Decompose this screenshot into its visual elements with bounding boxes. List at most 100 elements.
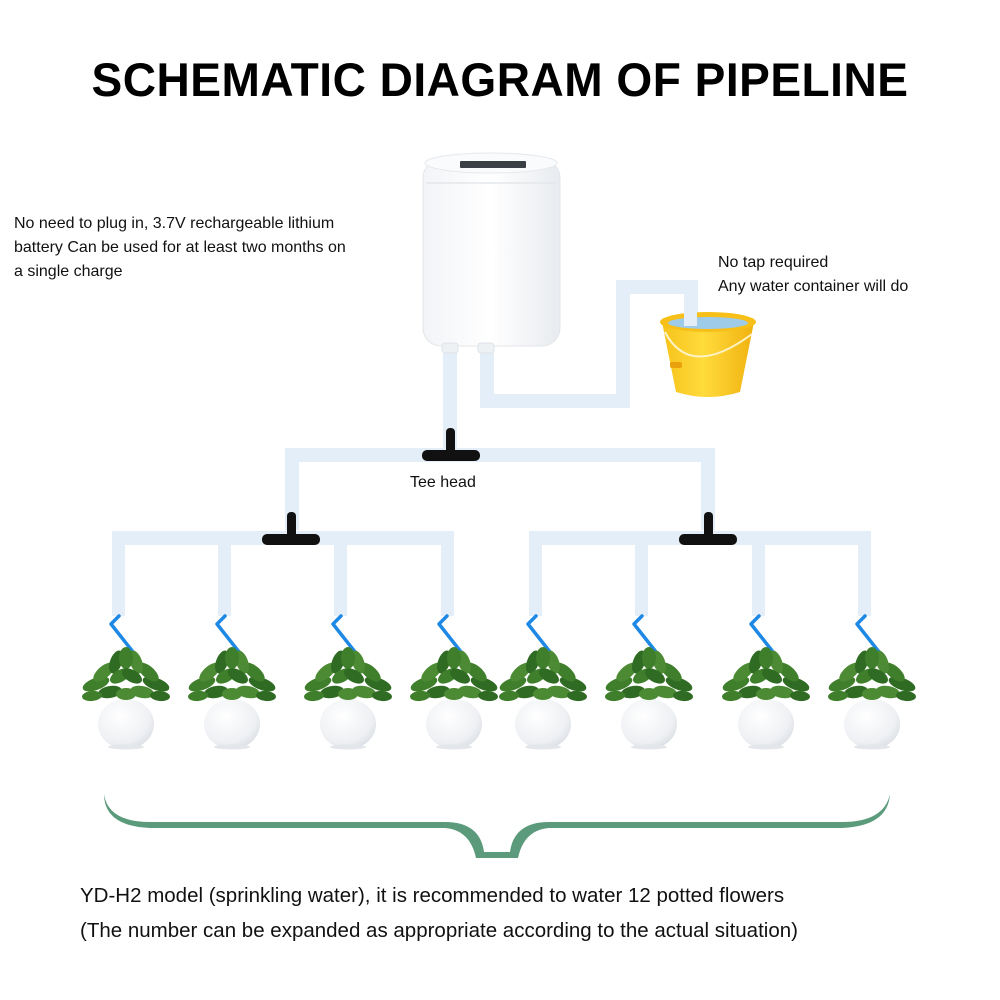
flower-pot — [426, 699, 482, 749]
pipes — [112, 280, 871, 616]
leaf — [605, 676, 633, 692]
leaf — [150, 690, 170, 702]
potted-plant — [188, 647, 276, 750]
drip-stake-icon — [331, 614, 361, 659]
leaf — [450, 668, 470, 684]
leaf — [770, 685, 794, 699]
flower-pot — [515, 699, 571, 749]
drip-stake-icon — [109, 614, 139, 659]
leaf — [828, 690, 848, 702]
drip-stake-icon — [437, 614, 467, 659]
leaf — [862, 688, 882, 700]
leaf — [790, 690, 810, 702]
flower-pot — [204, 699, 260, 749]
leaf — [447, 647, 461, 669]
leaf — [645, 668, 665, 684]
leaf — [536, 647, 550, 669]
leaf — [470, 676, 498, 692]
potted-plant — [410, 647, 498, 750]
leaf — [828, 676, 856, 692]
leaf — [896, 690, 916, 702]
leaf — [98, 685, 122, 699]
water-bucket-icon — [660, 290, 756, 397]
leaf — [539, 668, 559, 684]
pipe-feeder — [218, 540, 231, 616]
controller-port — [441, 342, 459, 354]
pipe-inlet-horizontal — [480, 394, 630, 408]
leaf — [352, 685, 376, 699]
leaf — [188, 676, 216, 692]
leaf — [673, 690, 693, 702]
leaf — [204, 685, 228, 699]
leaf — [320, 685, 344, 699]
leaf — [344, 668, 364, 684]
leaf — [236, 685, 260, 699]
leaf — [256, 690, 276, 702]
flower-pot — [844, 699, 900, 749]
leaf — [868, 668, 888, 684]
battery-note: No need to plug in, 3.7V rechargeable li… — [14, 212, 434, 284]
drip-stake-icon — [632, 614, 662, 659]
tap-note-line: Any water container will do — [718, 278, 909, 295]
leaf — [122, 668, 142, 684]
battery-note-line: No need to plug in, 3.7V rechargeable li… — [14, 215, 335, 232]
leaf — [533, 688, 553, 700]
leaf — [499, 676, 527, 692]
leaf — [410, 690, 430, 702]
leaf — [372, 690, 392, 702]
leaf — [876, 685, 900, 699]
leaf — [82, 676, 110, 692]
leaf — [559, 676, 587, 692]
potted-plant — [499, 647, 587, 750]
leaf — [639, 688, 659, 700]
leaf — [341, 647, 355, 669]
flower-pot — [738, 699, 794, 749]
pipe-feeder — [529, 540, 542, 616]
leaf — [119, 647, 133, 669]
leaf — [458, 685, 482, 699]
flower-pot — [98, 699, 154, 749]
pipe-controller-outlet — [443, 350, 457, 450]
leaf — [515, 685, 539, 699]
leaf — [338, 688, 358, 700]
leaf — [228, 668, 248, 684]
leaf — [865, 647, 879, 669]
leaf — [642, 647, 656, 669]
drip-stake-icon — [749, 614, 779, 659]
leaf — [547, 685, 571, 699]
leaf — [738, 685, 762, 699]
drip-stake-icon — [855, 614, 885, 659]
leaf — [722, 676, 750, 692]
controller-port — [477, 342, 495, 354]
tee-connector-right — [679, 512, 737, 545]
battery-note-line: a single charge — [14, 263, 123, 280]
drippers — [109, 614, 885, 659]
battery-note-line: battery Can be used for at least two mon… — [14, 239, 346, 256]
leaf — [364, 676, 392, 692]
flower-pot — [621, 699, 677, 749]
leaf — [653, 685, 677, 699]
leaf — [304, 676, 332, 692]
pipe-main-horizontal — [285, 448, 715, 462]
pipe-main-left-drop — [285, 448, 299, 530]
drip-stake-icon — [526, 614, 556, 659]
leaf — [888, 676, 916, 692]
leaf — [621, 685, 645, 699]
drip-stake-icon — [215, 614, 245, 659]
leaf — [844, 685, 868, 699]
pipe-feeder — [334, 540, 347, 616]
potted-plant — [722, 647, 810, 750]
footer-model-note: YD-H2 model (sprinkling water), it is re… — [80, 884, 785, 907]
potted-plant — [828, 647, 916, 750]
potted-plants — [82, 647, 916, 750]
grouping-brace — [104, 794, 890, 858]
leaf — [782, 676, 810, 692]
pipe-feeder — [752, 540, 765, 616]
pipe-inlet-riser — [616, 280, 630, 408]
pipe-feeder — [858, 540, 871, 616]
leaf — [499, 690, 519, 702]
leaf — [410, 676, 438, 692]
potted-plant — [82, 647, 170, 750]
potted-plant — [605, 647, 693, 750]
